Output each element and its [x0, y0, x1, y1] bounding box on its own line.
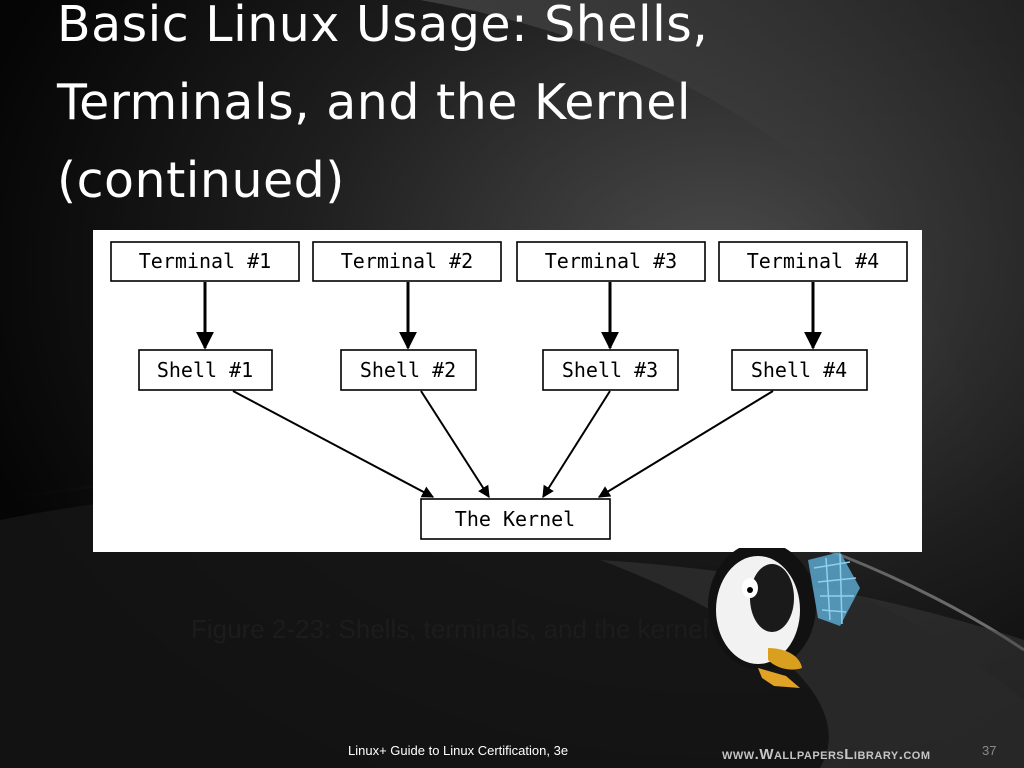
kernel-label: The Kernel	[455, 507, 575, 531]
shell-node-4: Shell #4	[731, 349, 868, 391]
edge-shell-3-kernel	[542, 390, 611, 499]
terminal-label-1: Terminal #1	[139, 249, 271, 273]
footer-book-title: Linux+ Guide to Linux Certification, 3e	[348, 743, 569, 758]
shell-node-3: Shell #3	[542, 349, 679, 391]
kernel-node: The Kernel	[420, 498, 611, 540]
edge-shell-4-kernel	[597, 390, 774, 498]
shell-label-1: Shell #1	[157, 358, 253, 382]
penguin-mascot-icon	[708, 548, 860, 688]
terminal-node-3: Terminal #3	[516, 241, 706, 282]
terminal-node-2: Terminal #2	[312, 241, 502, 282]
shell-label-2: Shell #2	[360, 358, 456, 382]
terminal-label-4: Terminal #4	[747, 249, 879, 273]
title-line-3: (continued)	[57, 152, 345, 209]
shell-label-4: Shell #4	[751, 358, 847, 382]
figure-caption: Figure 2-23: Shells, terminals, and the …	[191, 614, 709, 644]
terminal-label-2: Terminal #2	[341, 249, 473, 273]
page-number: 37	[982, 743, 997, 758]
edge-shell-2-kernel	[420, 390, 490, 499]
title-line-2: Terminals, and the Kernel	[57, 74, 691, 131]
terminal-label-3: Terminal #3	[545, 249, 677, 273]
terminal-node-4: Terminal #4	[718, 241, 908, 282]
shell-node-2: Shell #2	[340, 349, 477, 391]
shell-label-3: Shell #3	[562, 358, 658, 382]
diagram-canvas: Terminal #1 Terminal #2 Terminal #3 Term…	[110, 241, 908, 540]
terminal-node-1: Terminal #1	[110, 241, 300, 282]
diagram-panel: Terminal #1 Terminal #2 Terminal #3 Term…	[93, 230, 922, 552]
watermark-text: www.WallpapersLibrary.com	[722, 746, 931, 763]
shell-node-1: Shell #1	[138, 349, 273, 391]
slide-title: Basic Linux Usage: Shells, Terminals, an…	[57, 0, 957, 220]
edge-shell-1-kernel	[232, 390, 435, 498]
title-line-1: Basic Linux Usage: Shells,	[57, 0, 709, 53]
